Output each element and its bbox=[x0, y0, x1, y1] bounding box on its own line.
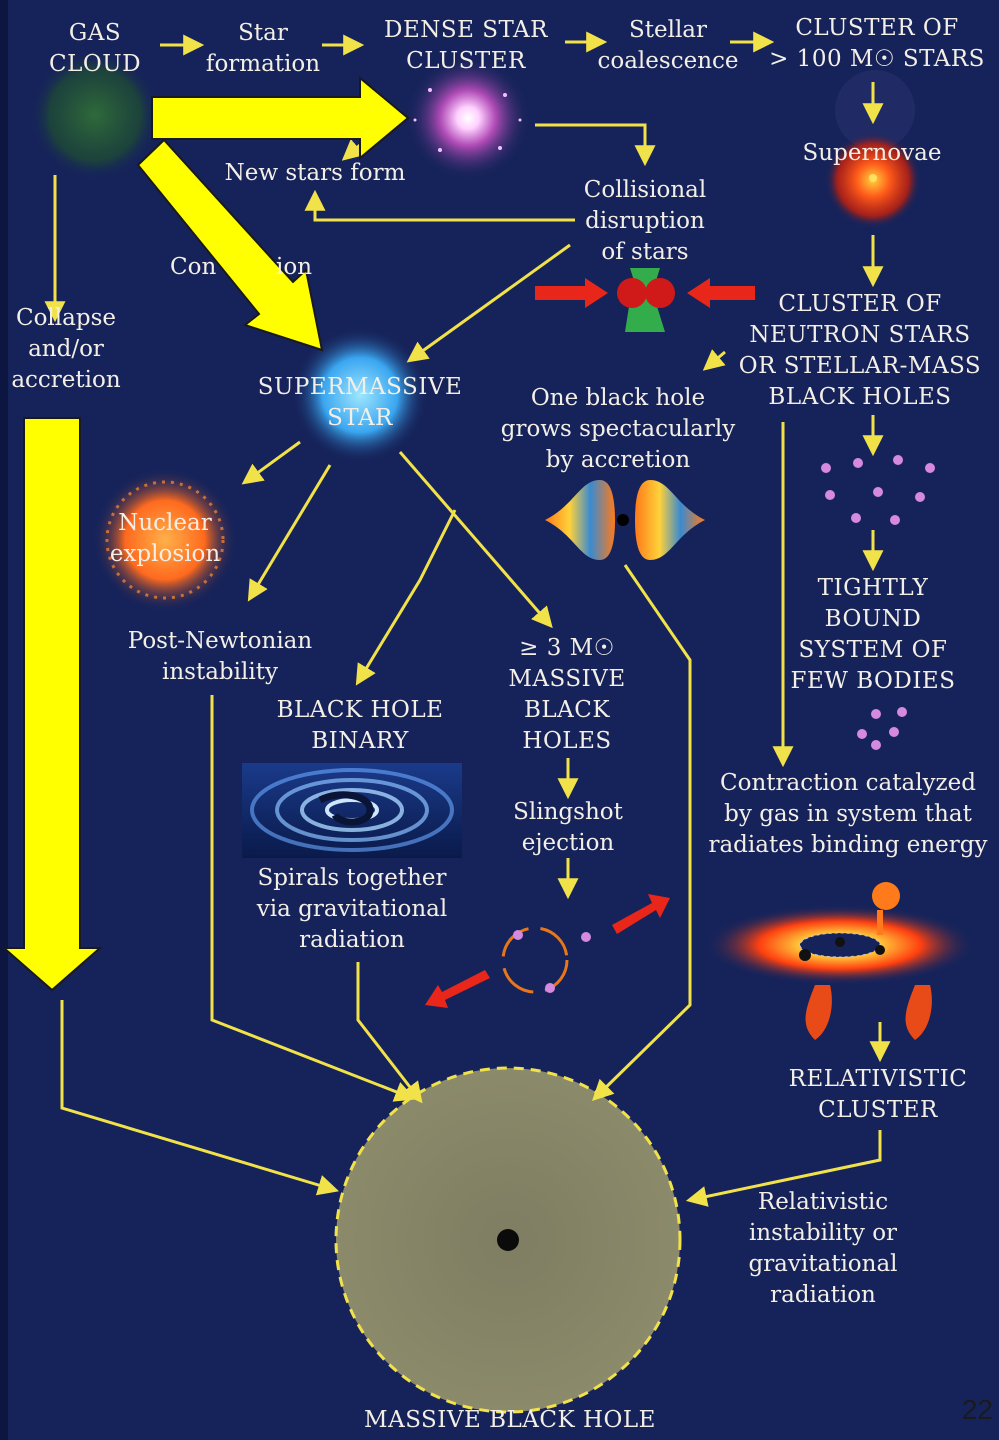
contraction-label-fragment-right: ion bbox=[276, 252, 312, 283]
supernovae-label: Supernovae bbox=[803, 138, 942, 169]
massive-black-hole-label: MASSIVE BLACK HOLE bbox=[364, 1405, 656, 1436]
new-stars-form-label: New stars form bbox=[225, 158, 406, 189]
slide-number: 22 bbox=[962, 1394, 993, 1426]
contraction-label-fragment-left: Con bbox=[170, 252, 216, 283]
massive-black-hole-image bbox=[336, 1068, 680, 1412]
cluster-100-label: CLUSTER OF> 100 M☉ STARS bbox=[769, 13, 985, 75]
black-hole-binary-image bbox=[242, 763, 462, 858]
